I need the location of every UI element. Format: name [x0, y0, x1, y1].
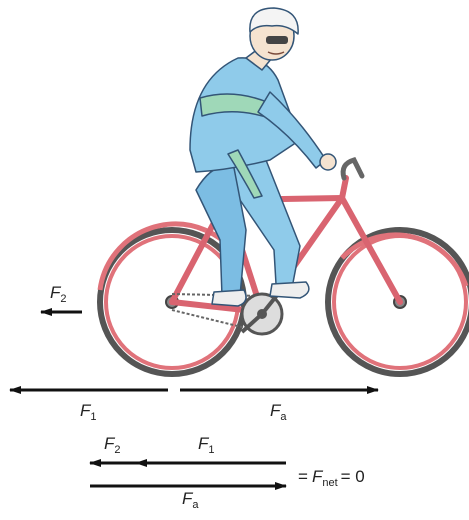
net-subscript: net [322, 477, 337, 489]
net-force-equation: =Fnet = 0 [298, 467, 365, 489]
sum-label-fa-subscript: a [192, 499, 199, 511]
label-f1: F1 [80, 401, 97, 423]
equals-sign-1: = [298, 467, 308, 486]
sum-label-fa-symbol: F [182, 489, 194, 508]
handlebar [340, 157, 365, 181]
label-f2-symbol: F [50, 283, 62, 302]
label-f1-subscript: 1 [90, 411, 96, 423]
front-fender [340, 232, 469, 287]
label-fa-subscript: a [280, 411, 287, 423]
sum-label-f1-symbol: F [198, 434, 210, 453]
sum-label-f1: F1 [198, 434, 215, 456]
vector-sum-diagram: F2 F1 Fa =Fnet= 0 [89, 434, 365, 511]
label-f2: F2 [50, 283, 67, 305]
sum-label-f2-symbol: F [104, 434, 116, 453]
rider [189, 7, 337, 307]
sum-label-fa: Fa [182, 489, 199, 511]
label-fa-symbol: F [270, 401, 282, 420]
label-f1-symbol: F [80, 401, 92, 420]
equals-zero: = 0 [341, 467, 365, 486]
sum-label-f1-subscript: 1 [208, 444, 214, 456]
label-f2-subscript: 2 [60, 293, 66, 305]
helmet [249, 7, 299, 35]
label-fa: Fa [270, 401, 287, 423]
cyclist-illustration [97, 7, 469, 377]
sum-label-f2-subscript: 2 [114, 444, 120, 456]
net-symbol: F [312, 467, 324, 486]
sum-label-f2: F2 [104, 434, 121, 456]
